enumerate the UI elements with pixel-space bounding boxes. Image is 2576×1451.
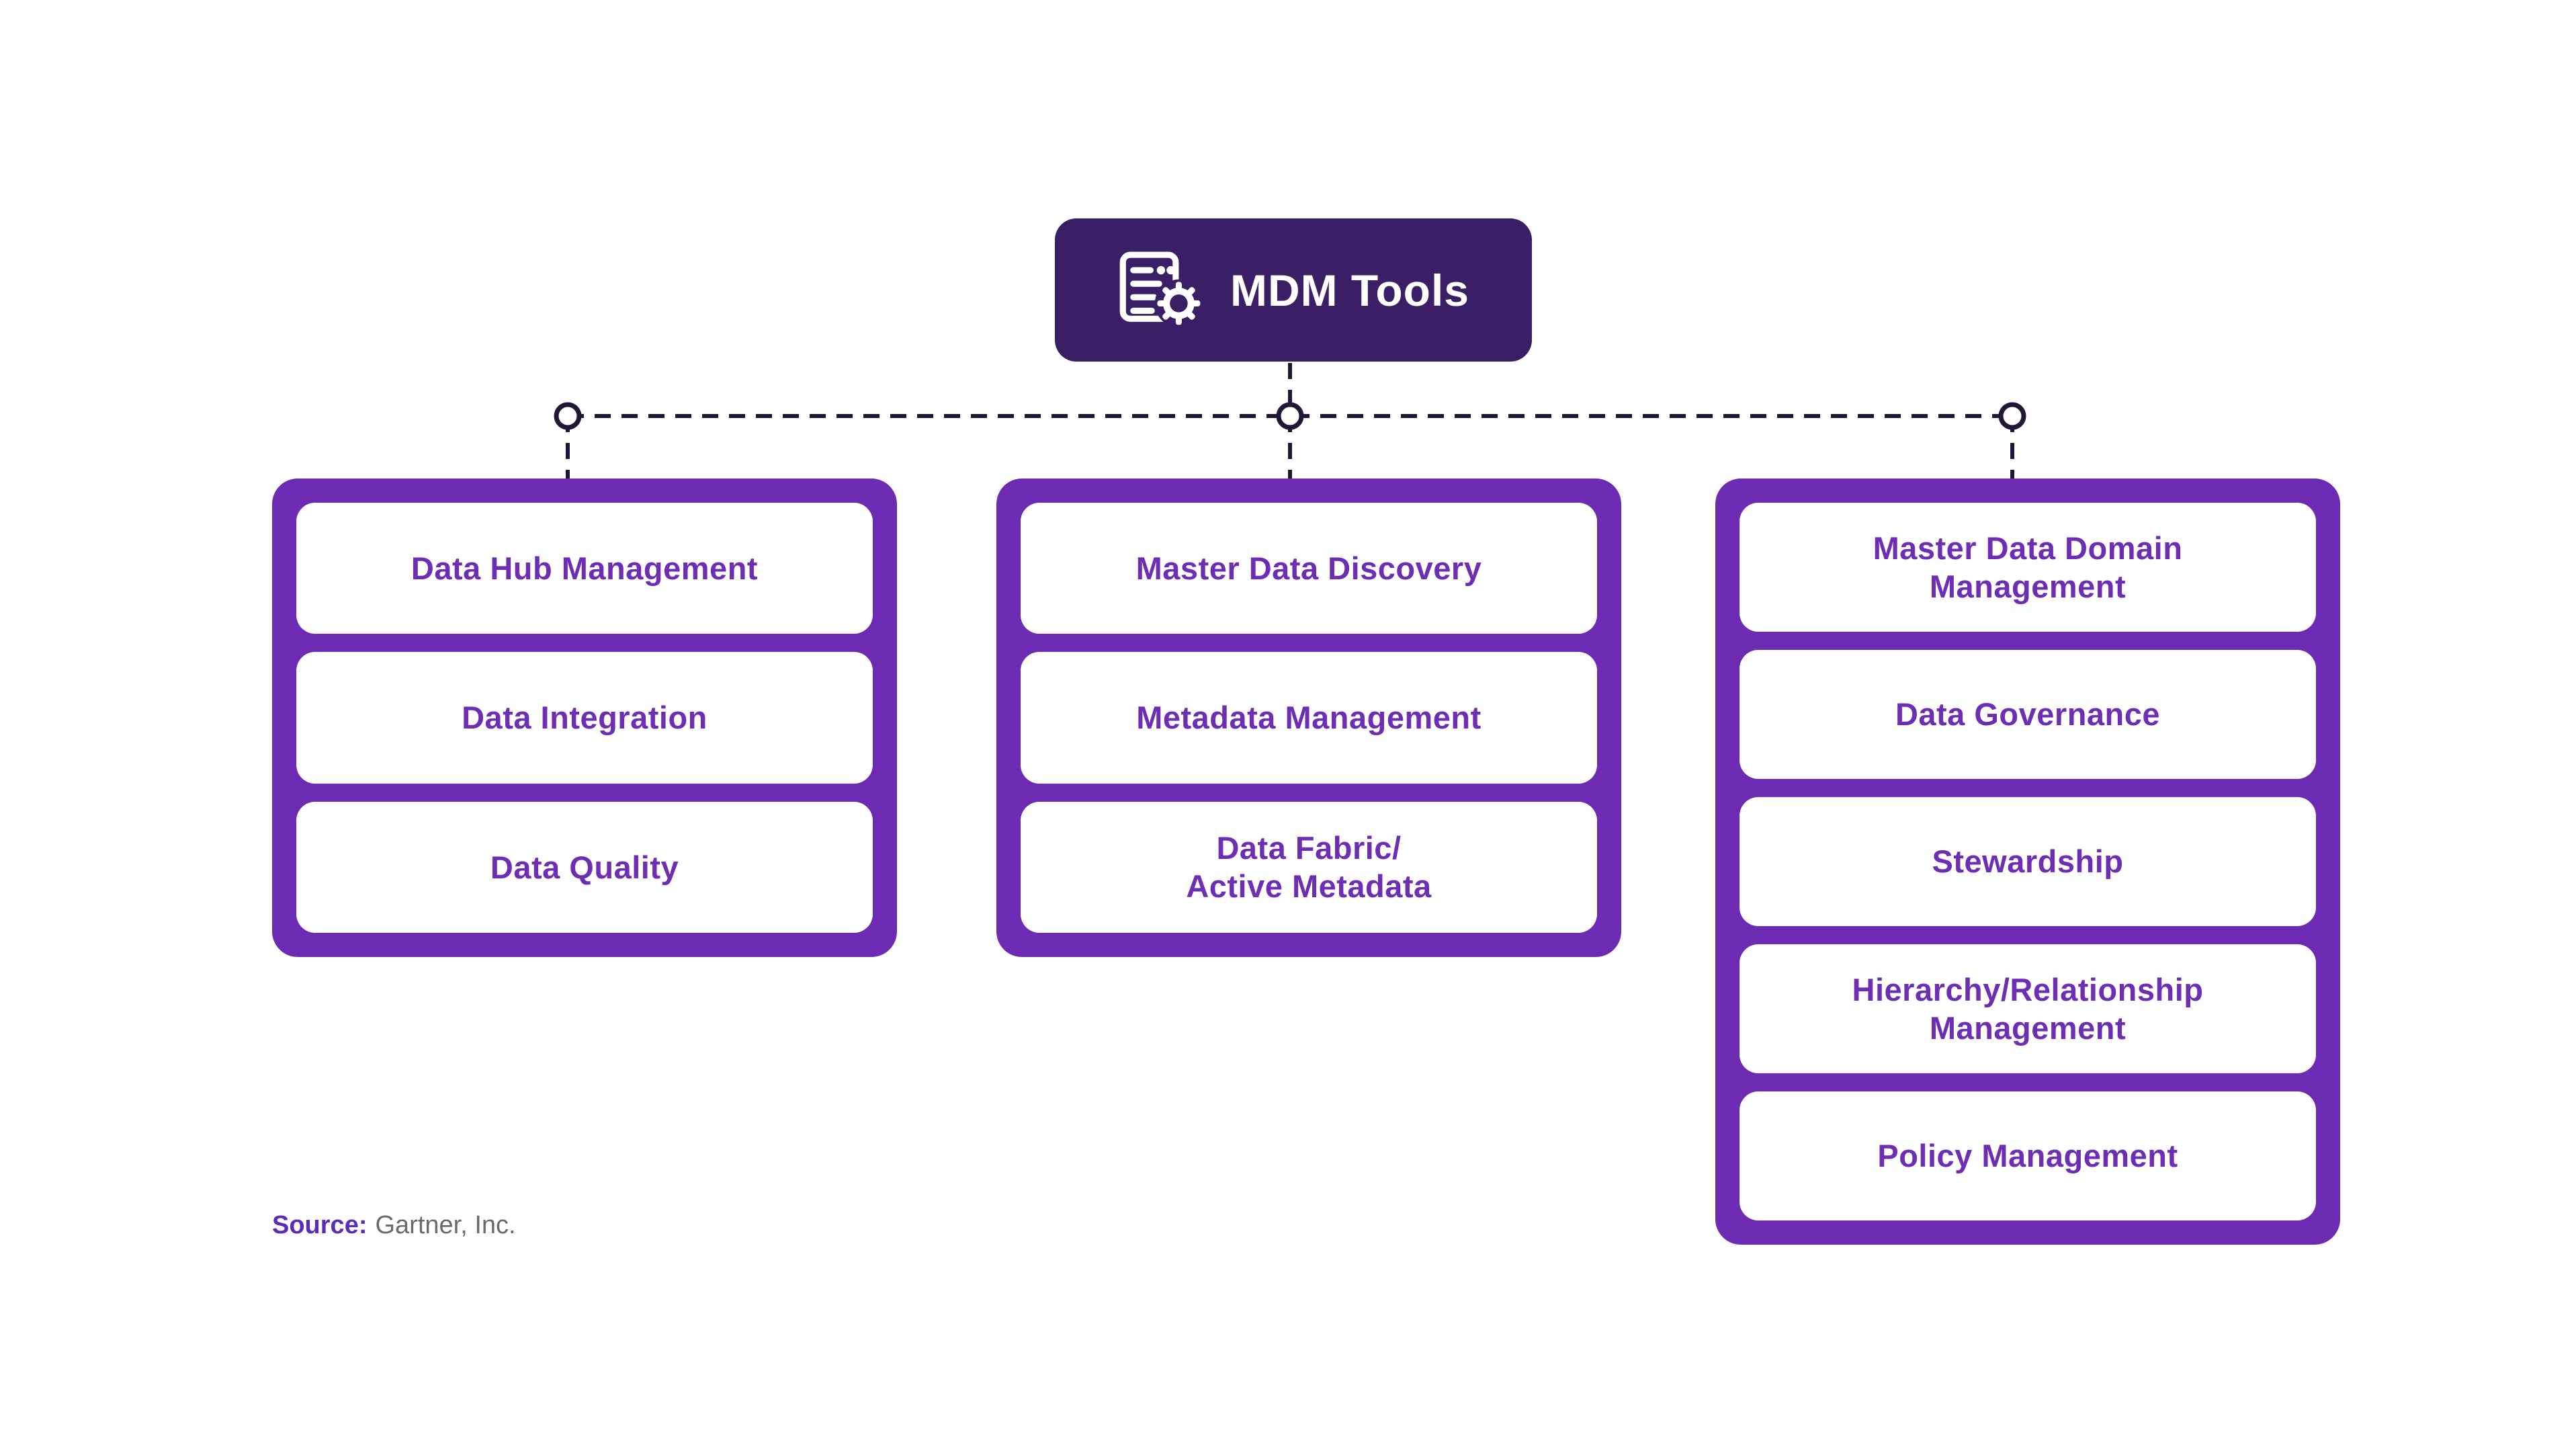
capability-box: Metadata Management <box>1021 652 1597 784</box>
capability-label: Hierarchy/Relationship Management <box>1852 971 2204 1046</box>
capability-box: Master Data Domain Management <box>1740 503 2316 632</box>
capability-box: Stewardship <box>1740 797 2316 926</box>
column-data-discovery: Master Data Discovery Metadata Managemen… <box>996 479 1621 957</box>
capability-label: Policy Management <box>1877 1138 2178 1174</box>
junction-dot <box>1276 402 1304 430</box>
capability-box: Data Governance <box>1740 650 2316 779</box>
source-label: Source: <box>272 1211 368 1239</box>
column-data-management: Data Hub Management Data Integration Dat… <box>272 479 897 957</box>
capability-label: Master Data Domain Management <box>1873 530 2183 604</box>
capability-box: Data Fabric/ Active Metadata <box>1021 801 1597 933</box>
mdm-tools-node: MDM Tools <box>1055 218 1532 362</box>
capability-label: Master Data Discovery <box>1135 550 1482 586</box>
source-text: Gartner, Inc. <box>375 1211 516 1239</box>
capability-label: Stewardship <box>1932 843 2124 880</box>
capability-box: Data Integration <box>296 652 873 784</box>
header-title: MDM Tools <box>1230 265 1470 315</box>
document-gear-icon <box>1117 249 1203 331</box>
junction-dot <box>554 402 582 430</box>
capability-label: Data Hub Management <box>411 550 759 586</box>
capability-label: Data Integration <box>462 700 707 736</box>
capability-label: Data Fabric/ Active Metadata <box>1186 829 1432 905</box>
source-note: Source:Gartner, Inc. <box>272 1211 516 1240</box>
junction-dot <box>1998 402 2026 430</box>
capability-box: Data Quality <box>296 801 873 933</box>
capability-label: Data Quality <box>490 849 679 885</box>
capability-box: Data Hub Management <box>296 503 873 634</box>
capability-box: Policy Management <box>1740 1091 2316 1220</box>
capability-box: Master Data Discovery <box>1021 503 1597 634</box>
capability-label: Data Governance <box>1895 696 2161 733</box>
capability-label: Metadata Management <box>1136 700 1482 736</box>
column-governance: Master Data Domain Management Data Gover… <box>1715 479 2340 1245</box>
capability-box: Hierarchy/Relationship Management <box>1740 944 2316 1073</box>
